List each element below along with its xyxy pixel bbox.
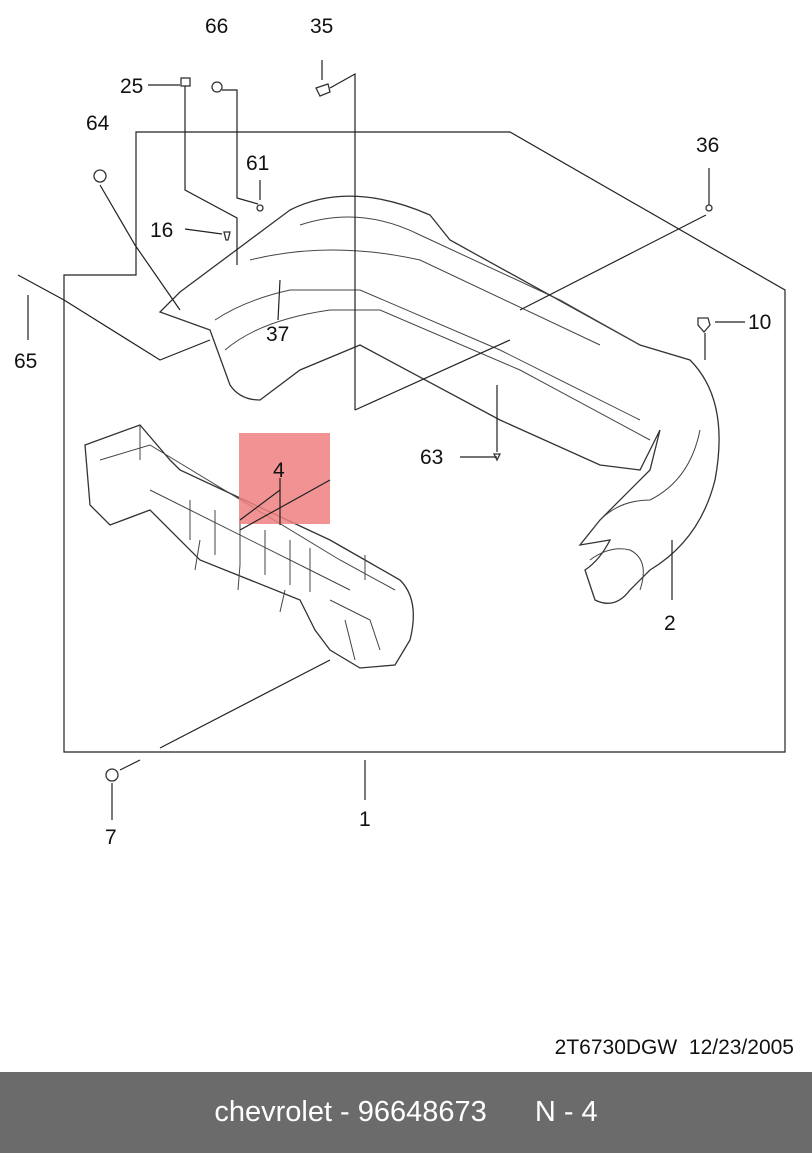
bumper-beam xyxy=(84,424,414,669)
callout-10: 10 xyxy=(748,311,771,334)
callout-25: 25 xyxy=(120,75,143,98)
bumper-fascia xyxy=(158,195,720,604)
assembly-frame xyxy=(63,131,786,753)
callout-36: 36 xyxy=(696,134,719,157)
fastener-icons xyxy=(27,77,713,782)
callout-2: 2 xyxy=(664,612,676,635)
footer-brand-part: chevrolet - 96648673 xyxy=(214,1096,487,1128)
footer-position: N - 4 xyxy=(534,1096,598,1128)
drawing-code: 2T6730DGW 12/23/2005 xyxy=(554,1036,794,1059)
callout-64: 64 xyxy=(86,112,110,135)
callout-37: 37 xyxy=(266,323,289,346)
callout-labels: 66 35 25 64 61 36 16 10 37 65 4 63 2 1 7 xyxy=(14,15,771,849)
callout-61: 61 xyxy=(246,152,269,175)
parts-diagram: 66 35 25 64 61 36 16 10 37 65 4 63 2 1 7 xyxy=(14,15,786,849)
callout-16: 16 xyxy=(150,219,173,242)
callout-4: 4 xyxy=(273,459,285,482)
callout-7: 7 xyxy=(105,826,117,849)
leader-lines xyxy=(17,60,745,820)
callout-63: 63 xyxy=(420,446,443,469)
footer-bar: chevrolet - 96648673 N - 4 xyxy=(0,1072,812,1153)
callout-66: 66 xyxy=(205,15,228,38)
callout-65: 65 xyxy=(14,350,37,373)
callout-35: 35 xyxy=(310,15,333,38)
callout-1: 1 xyxy=(359,808,371,831)
